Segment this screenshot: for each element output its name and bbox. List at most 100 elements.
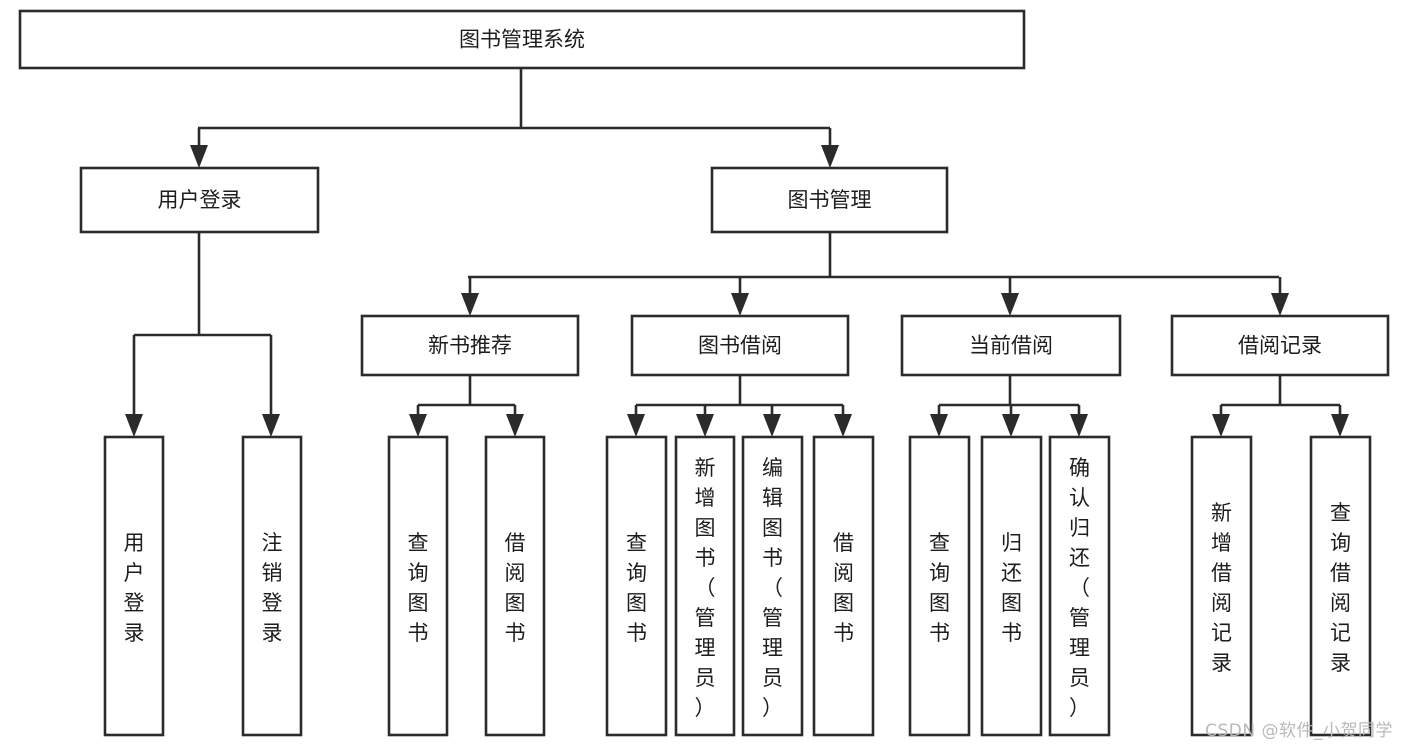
node-label-leaf-confirm-return-char-6: 理 (1069, 636, 1090, 660)
arrow-head-17 (1212, 414, 1230, 437)
book-manage-bus (468, 232, 1279, 279)
node-box-borrow-record[interactable] (1170, 314, 1390, 377)
node-box-book-manage[interactable] (710, 166, 949, 234)
node-label-leaf-add-book-char-4: （ (695, 576, 716, 600)
node-label-leaf-user-login-char-1: 户 (124, 561, 145, 585)
node-label-leaf-confirm-return-char-2: 归 (1069, 516, 1090, 540)
node-box-leaf-user-login[interactable] (103, 435, 165, 737)
node-box-new-book-rec[interactable] (360, 314, 580, 377)
arrow-head-11 (696, 414, 714, 437)
node-label-leaf-edit-book-char-0: 编 (762, 456, 783, 480)
node-label-leaf-query-book-1-char-2: 图 (408, 591, 429, 615)
arrow-head-2 (461, 293, 479, 316)
node-box-leaf-query-book-3[interactable] (908, 435, 971, 737)
node-label-leaf-add-record-char-1: 增 (1211, 531, 1232, 555)
node-label-leaf-user-login-char-2: 登 (124, 591, 145, 615)
node-root[interactable]: 图书管理系统 (18, 9, 1026, 70)
node-box-leaf-return-book[interactable] (980, 435, 1043, 737)
arrow-head-7 (262, 414, 280, 437)
node-label-leaf-query-book-2-char-3: 书 (626, 621, 647, 645)
node-box-leaf-edit-book[interactable] (741, 435, 804, 737)
node-label-leaf-confirm-return-char-3: 还 (1069, 546, 1090, 570)
node-new-book-rec[interactable]: 新书推荐 (360, 314, 580, 377)
node-layer: 图书管理系统用户登录图书管理新书推荐图书借阅当前借阅借阅记录用户登录注销登录查询… (18, 9, 1390, 737)
node-label-leaf-query-record-char-3: 阅 (1330, 591, 1351, 615)
node-label-leaf-borrow-book-2-char-0: 借 (833, 531, 854, 555)
root-bus (198, 68, 830, 130)
arrow-head-16 (1070, 414, 1088, 437)
node-label-book-borrow: 图书借阅 (698, 334, 782, 358)
node-label-leaf-add-book-char-8: ） (695, 696, 716, 720)
node-box-leaf-query-book-1[interactable] (387, 435, 449, 737)
arrow-head-18 (1331, 414, 1349, 437)
node-label-leaf-query-record-char-5: 录 (1330, 651, 1351, 675)
node-label-leaf-query-record-char-1: 询 (1330, 531, 1351, 555)
node-label-leaf-confirm-return-char-7: 员 (1069, 666, 1090, 690)
node-label-leaf-logout-char-0: 注 (262, 531, 283, 555)
node-label-current-borrow: 当前借阅 (969, 334, 1053, 358)
current-borrow-bus (939, 375, 1079, 407)
new-book-bus (418, 375, 515, 407)
node-box-current-borrow[interactable] (900, 314, 1122, 377)
node-label-leaf-add-record-char-3: 阅 (1211, 591, 1232, 615)
node-label-root: 图书管理系统 (459, 28, 585, 52)
node-label-leaf-query-book-1-char-3: 书 (408, 621, 429, 645)
node-label-leaf-user-login-char-3: 录 (124, 621, 145, 645)
node-label-leaf-query-book-3-char-1: 询 (929, 561, 950, 585)
node-user-login[interactable]: 用户登录 (79, 166, 320, 234)
node-box-user-login[interactable] (79, 166, 320, 234)
node-label-leaf-add-book-char-2: 图 (695, 516, 716, 540)
arrow-head-12 (763, 414, 781, 437)
node-label-leaf-user-login-char-0: 用 (124, 531, 145, 555)
node-label-leaf-edit-book-char-6: 理 (762, 636, 783, 660)
node-box-leaf-confirm-return[interactable] (1048, 435, 1111, 737)
node-label-leaf-query-record-char-2: 借 (1330, 561, 1351, 585)
node-leaf-user-login[interactable]: 用户登录 (103, 435, 165, 737)
node-book-manage[interactable]: 图书管理 (710, 166, 949, 234)
node-label-leaf-add-book-char-7: 员 (695, 666, 716, 690)
node-label-leaf-query-record-char-4: 记 (1330, 621, 1351, 645)
node-label-leaf-query-book-2-char-0: 查 (626, 531, 647, 555)
node-label-leaf-logout-char-3: 录 (262, 621, 283, 645)
node-box-leaf-query-record[interactable] (1309, 435, 1372, 737)
node-label-leaf-edit-book-char-3: 书 (762, 546, 783, 570)
node-box-book-borrow[interactable] (630, 314, 850, 377)
node-label-book-manage: 图书管理 (788, 188, 872, 212)
node-label-leaf-edit-book-char-7: 员 (762, 666, 783, 690)
arrow-head-layer (125, 145, 1349, 437)
arrow-head-1 (821, 145, 839, 168)
node-label-leaf-query-book-1-char-0: 查 (408, 531, 429, 555)
node-box-leaf-borrow-book-1[interactable] (484, 435, 546, 737)
node-book-borrow[interactable]: 图书借阅 (630, 314, 850, 377)
node-label-leaf-confirm-return-char-1: 认 (1069, 486, 1090, 510)
node-label-leaf-confirm-return-char-4: （ (1069, 576, 1090, 600)
arrow-head-4 (1001, 293, 1019, 316)
node-box-root[interactable] (18, 9, 1026, 70)
arrow-head-10 (627, 414, 645, 437)
node-label-leaf-edit-book-char-8: ） (762, 696, 783, 720)
node-box-leaf-logout[interactable] (241, 435, 303, 737)
node-label-leaf-logout-char-1: 销 (262, 561, 283, 585)
node-label-leaf-borrow-book-2-char-1: 阅 (833, 561, 854, 585)
node-current-borrow[interactable]: 当前借阅 (900, 314, 1122, 377)
book-borrow-bus (636, 375, 843, 407)
node-box-leaf-borrow-book-2[interactable] (812, 435, 875, 737)
node-borrow-record[interactable]: 借阅记录 (1170, 314, 1390, 377)
arrow-head-9 (506, 414, 524, 437)
node-box-leaf-add-record[interactable] (1190, 435, 1253, 737)
node-box-leaf-add-book[interactable] (674, 435, 736, 737)
node-label-leaf-add-book-char-1: 增 (695, 486, 716, 510)
node-box-leaf-query-book-2[interactable] (605, 435, 668, 737)
